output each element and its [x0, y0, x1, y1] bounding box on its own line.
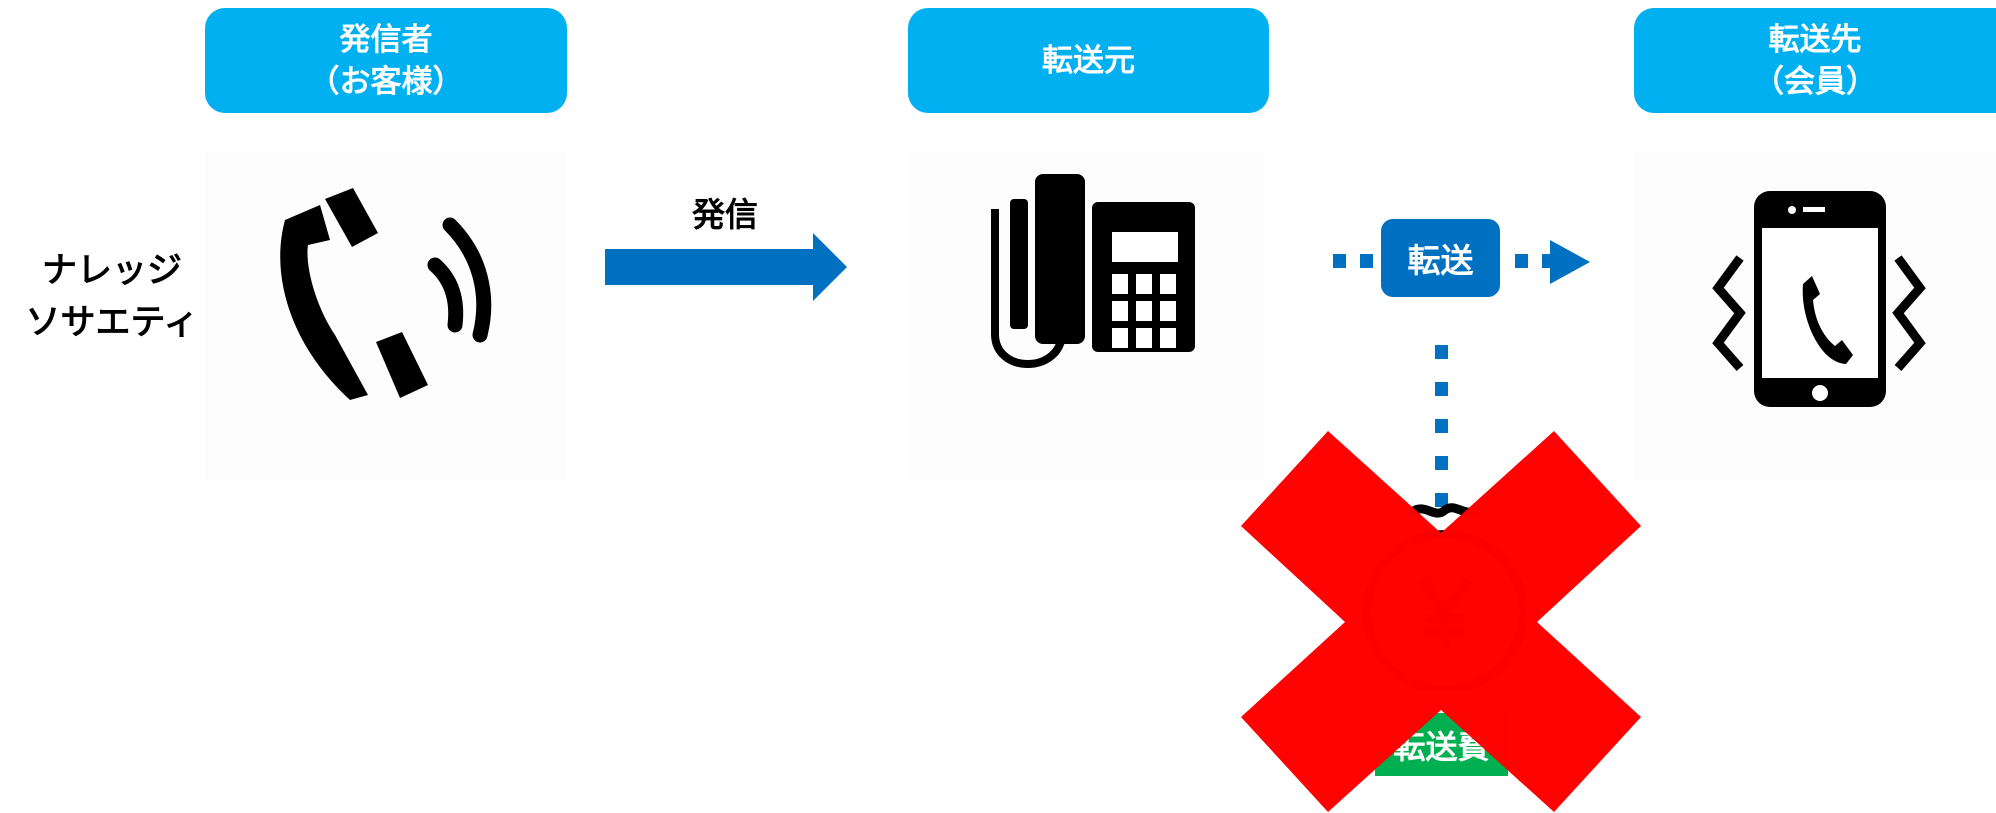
fee-dot — [1435, 345, 1448, 359]
smartphone-vibrate-icon — [1712, 191, 1926, 407]
header-destination-line2: （会員） — [1753, 63, 1877, 100]
header-destination-line1: 転送先 — [1768, 21, 1862, 58]
forward-dot — [1515, 254, 1528, 268]
company-label: ナレッジ ソサエティ — [22, 245, 202, 349]
desk-phone-icon — [991, 174, 1195, 368]
forward-label-box: 転送 — [1381, 219, 1500, 297]
forward-dot — [1360, 254, 1373, 268]
call-arrow — [605, 233, 847, 301]
header-source-line1: 転送元 — [1042, 42, 1135, 79]
fee-dot — [1435, 419, 1448, 433]
fee-dot — [1435, 456, 1448, 470]
company-label-line2: ソサエティ — [25, 303, 199, 343]
forward-label: 転送 — [1407, 241, 1474, 280]
call-label: 発信 — [692, 195, 758, 234]
fee-dot — [1435, 382, 1448, 396]
fee-dot — [1435, 493, 1448, 507]
header-destination: 転送先 （会員） — [1634, 8, 1996, 113]
header-caller-line1: 発信者 — [339, 21, 433, 58]
forward-dot — [1333, 254, 1346, 268]
header-caller: 発信者 （お客様） — [205, 8, 567, 113]
forward-arrowhead — [1550, 240, 1590, 284]
source-panel — [908, 150, 1269, 480]
header-source: 転送元 — [908, 8, 1269, 113]
company-label-line1: ナレッジ — [41, 251, 182, 291]
header-caller-line2: （お客様） — [308, 63, 464, 100]
handset-icon — [280, 188, 492, 400]
caller-panel — [205, 150, 567, 480]
